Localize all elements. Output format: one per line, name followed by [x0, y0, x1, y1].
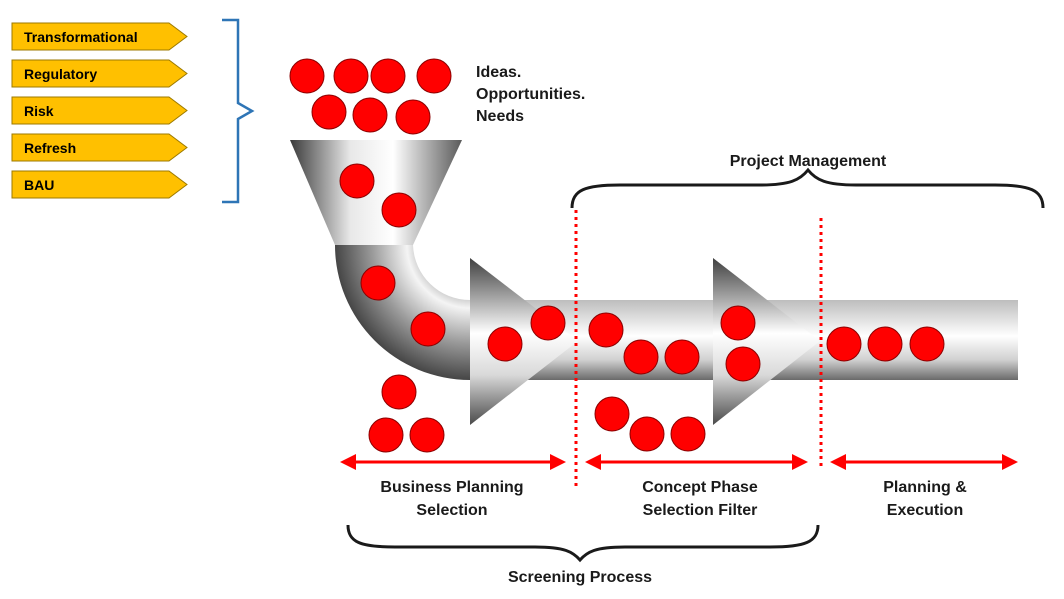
category-bracket	[222, 18, 255, 204]
idea-dot	[594, 396, 630, 432]
elbow-pipe	[335, 245, 470, 380]
idea-dot	[487, 326, 523, 362]
idea-dot	[339, 163, 375, 199]
phase-span-arrow	[830, 454, 1018, 470]
idea-dot	[381, 192, 417, 228]
idea-dot	[352, 97, 388, 133]
phase-label-line: Execution	[887, 502, 963, 519]
idea-dot	[720, 305, 756, 341]
idea-dot	[826, 326, 862, 362]
phase-label-line: Concept Phase	[642, 479, 758, 496]
category-tag: Risk	[11, 96, 188, 125]
idea-dot	[629, 416, 665, 452]
phase-label-line: Planning &	[883, 479, 967, 496]
category-tag-shape	[11, 59, 188, 88]
input-label-line: Needs	[476, 108, 524, 125]
category-tag: Regulatory	[11, 59, 188, 88]
arrow-head-left	[585, 454, 601, 470]
arrow-head-right	[550, 454, 566, 470]
idea-dot	[368, 417, 404, 453]
category-tag-label: Refresh	[24, 140, 76, 156]
category-tag-shape	[11, 22, 188, 51]
idea-dot	[670, 416, 706, 452]
screening-process-brace	[346, 524, 820, 563]
idea-dot	[395, 99, 431, 135]
filter-cone-concept	[713, 258, 820, 425]
category-tag-shape	[11, 170, 188, 199]
idea-dot	[311, 94, 347, 130]
idea-dot	[530, 305, 566, 341]
idea-dot	[588, 312, 624, 348]
category-tag: Transformational	[11, 22, 188, 51]
category-tag-label: Regulatory	[24, 66, 97, 82]
phase-span-arrow	[340, 454, 566, 470]
idea-dot	[623, 339, 659, 375]
screening-process-label: Screening Process	[508, 569, 652, 586]
input-label-line: Opportunities.	[476, 86, 585, 103]
phase-label-line: Business Planning	[380, 479, 523, 496]
input-label: Ideas. Opportunities. Needs	[476, 64, 585, 125]
category-tag: BAU	[11, 170, 188, 199]
phase-label-line: Selection Filter	[643, 502, 758, 519]
category-tag-shape	[11, 133, 188, 162]
idea-dot	[664, 339, 700, 375]
idea-dots	[289, 58, 945, 453]
idea-dot	[416, 58, 452, 94]
filter-cone-business	[470, 258, 578, 425]
phase-label-concept: Concept Phase Selection Filter	[642, 479, 758, 519]
idea-dot	[381, 374, 417, 410]
intake-funnel	[290, 140, 462, 245]
idea-dot	[360, 265, 396, 301]
category-tag-shape	[11, 96, 188, 125]
arrow-head-left	[830, 454, 846, 470]
idea-dot	[725, 346, 761, 382]
phase-label-business: Business Planning Selection	[380, 479, 523, 519]
category-tag-label: Transformational	[24, 29, 138, 45]
input-label-line: Ideas.	[476, 64, 521, 81]
project-management-label: Project Management	[730, 153, 887, 170]
category-tag-label: Risk	[24, 103, 54, 119]
idea-dot	[333, 58, 369, 94]
phase-label-execution: Planning & Execution	[883, 479, 967, 519]
category-tag-label: BAU	[24, 177, 54, 193]
project-management-brace	[570, 167, 1045, 209]
phase-span-arrow	[585, 454, 808, 470]
idea-dot	[410, 311, 446, 347]
phase-arrows	[340, 454, 1018, 470]
arrow-head-left	[340, 454, 356, 470]
category-tag: Refresh	[11, 133, 188, 162]
idea-dot	[867, 326, 903, 362]
idea-dot	[409, 417, 445, 453]
idea-dot	[370, 58, 406, 94]
idea-dot	[909, 326, 945, 362]
arrow-head-right	[1002, 454, 1018, 470]
idea-dot	[289, 58, 325, 94]
arrow-head-right	[792, 454, 808, 470]
phase-label-line: Selection	[416, 502, 487, 519]
